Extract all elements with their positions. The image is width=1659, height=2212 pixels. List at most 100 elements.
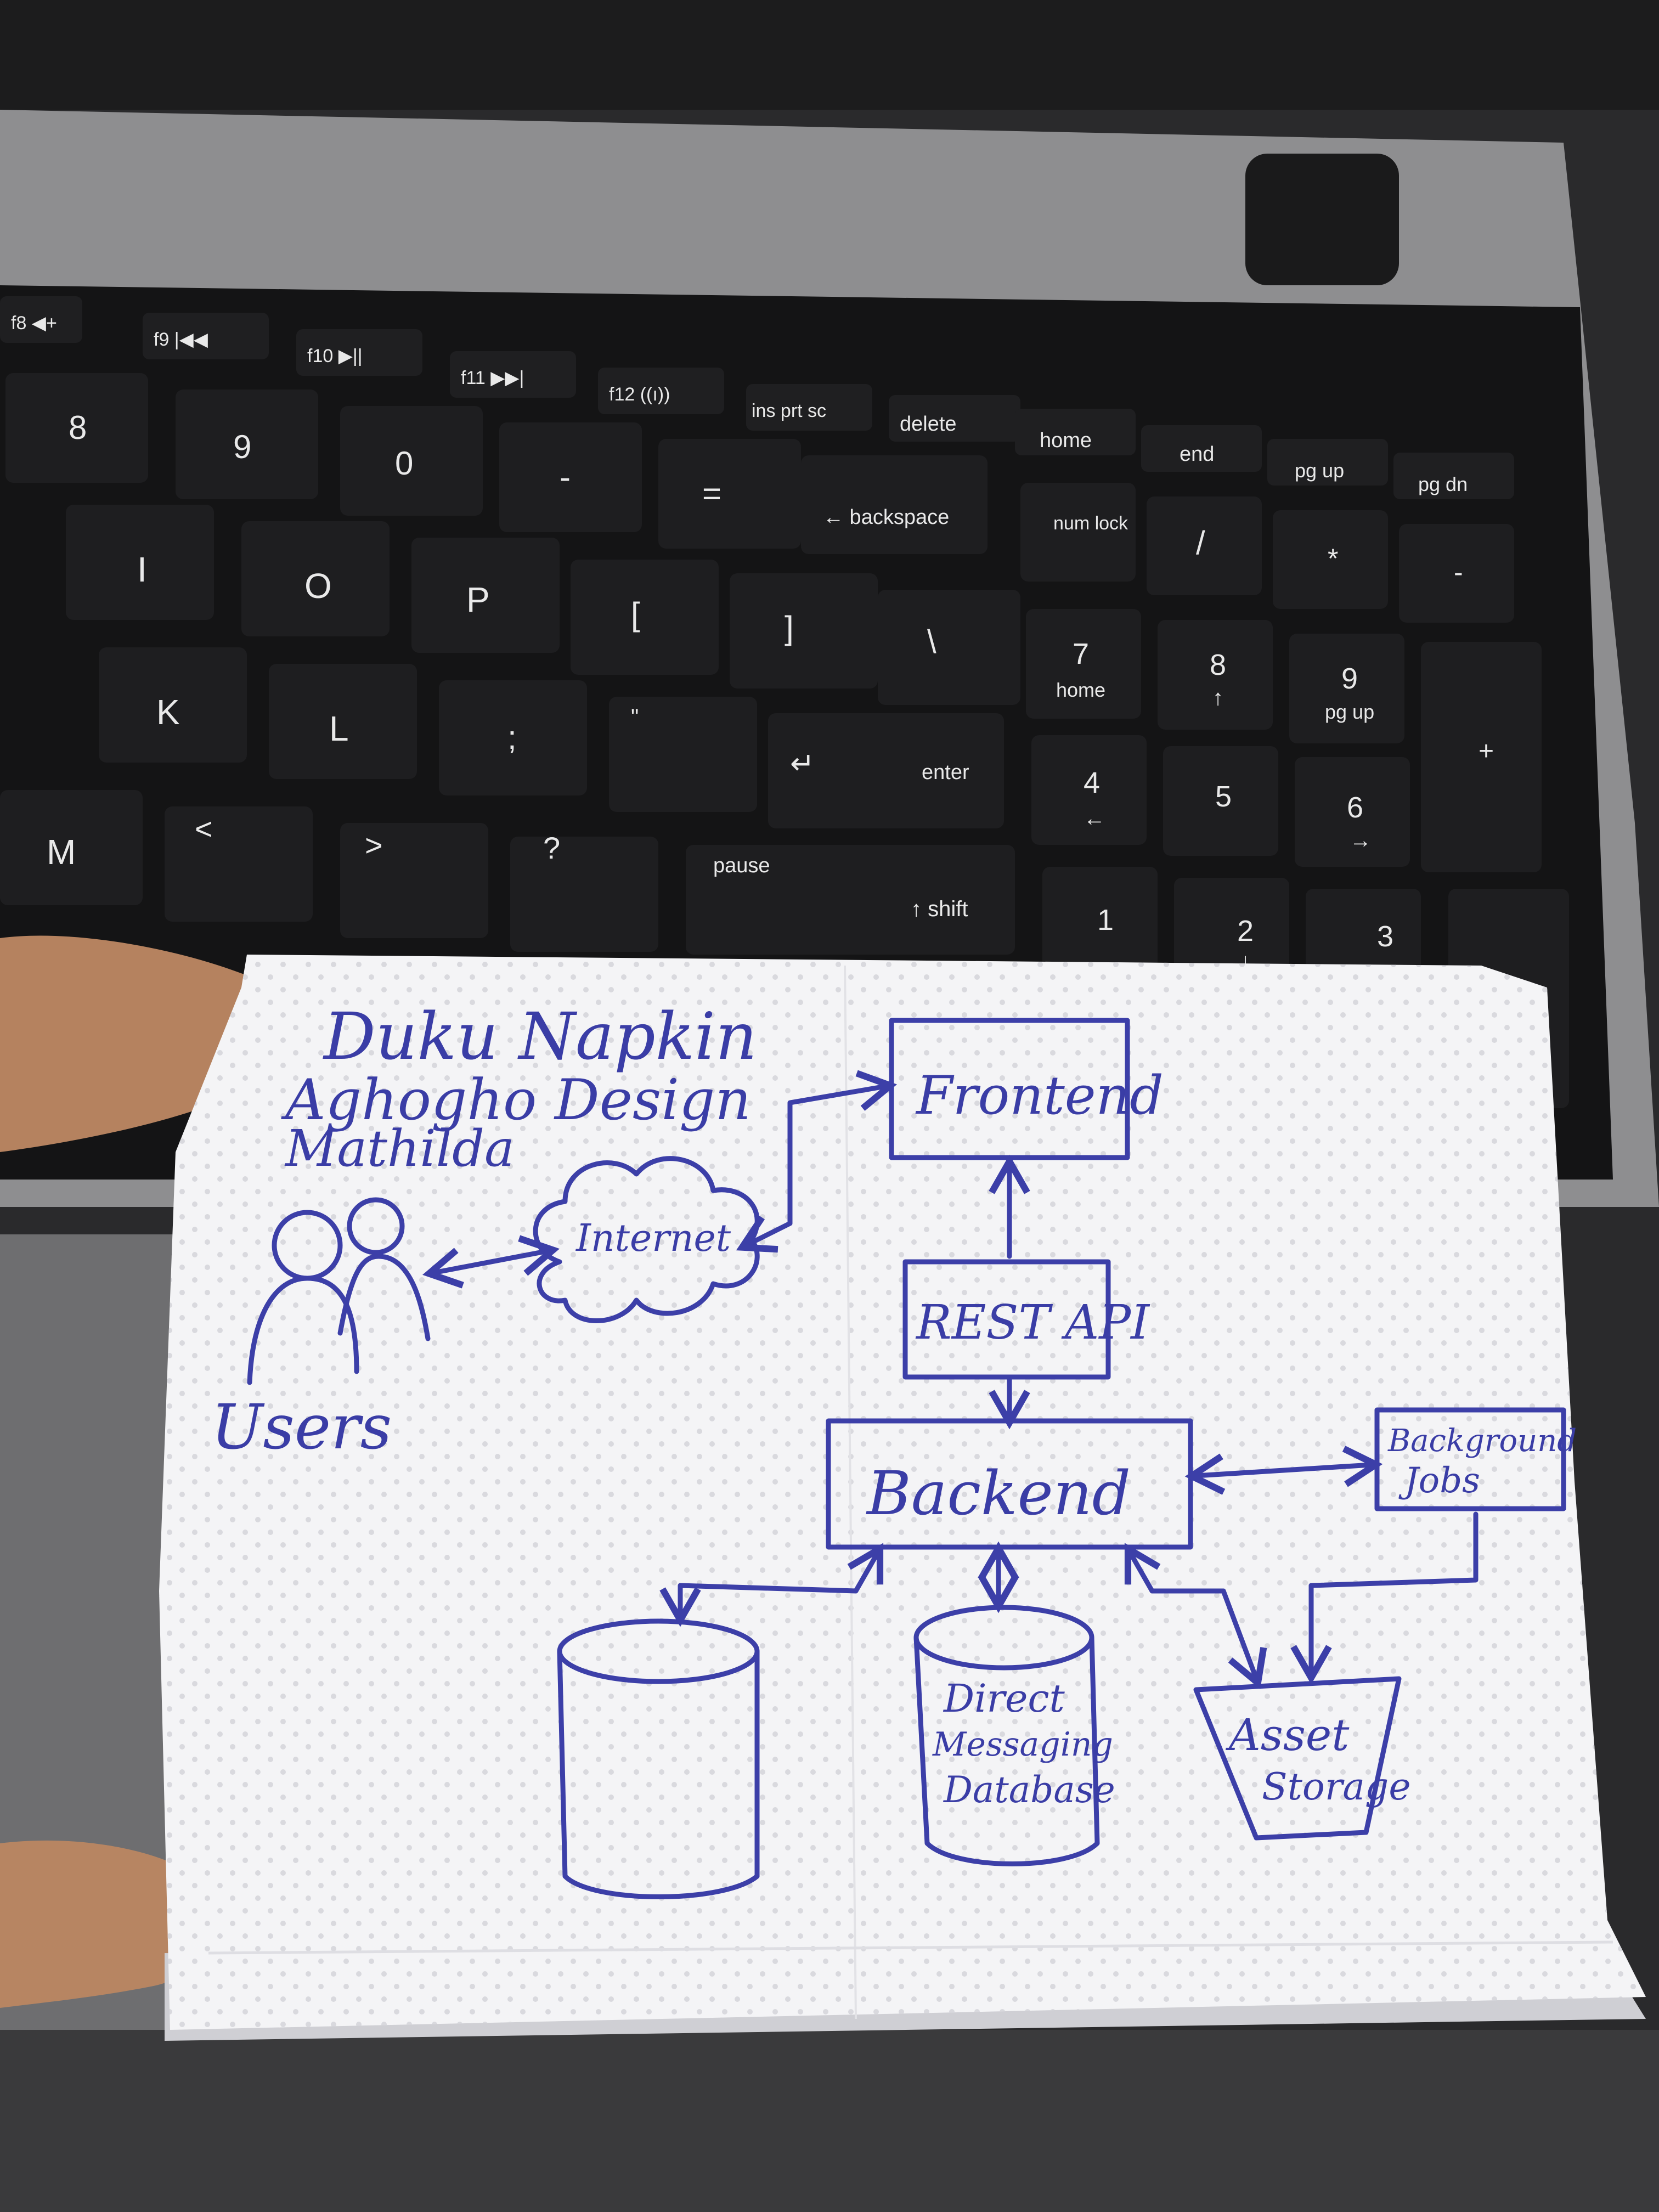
arrow-internet-frontend (736, 1070, 898, 1253)
napkin-texture (159, 955, 1646, 2030)
key-comma-label: < (195, 811, 213, 846)
key-num-plus[interactable] (1421, 642, 1542, 872)
asset-line1: Asset (1225, 1709, 1350, 1760)
key-bracket-right-label: ] (785, 610, 794, 646)
key-0[interactable] (340, 406, 483, 516)
key-backslash[interactable] (878, 590, 1020, 705)
key-num-1[interactable] (1042, 867, 1158, 971)
key-enter-label: enter (922, 761, 969, 784)
key-num-9-sub: pg up (1325, 701, 1374, 723)
key-num-2[interactable] (1174, 878, 1289, 982)
users-label: Users (211, 1392, 392, 1463)
asset-line2: Storage (1262, 1765, 1411, 1809)
key-quote-label: " (631, 705, 639, 729)
key-num-5-label: 5 (1215, 780, 1232, 813)
key-minus[interactable] (499, 422, 642, 532)
napkin (159, 955, 1646, 2041)
fn-key-f12-label: f12 ((ı)) (609, 384, 670, 405)
key-9-label: 9 (233, 428, 251, 465)
dm-db-line3: Database (943, 1769, 1115, 1811)
key-comma[interactable] (165, 806, 313, 922)
key-i-label: I (137, 550, 147, 589)
key-8-label: 8 (69, 409, 87, 446)
fn-key-f8-label: f8 ◀+ (11, 313, 57, 334)
key-shift-label: ↑ shift (911, 897, 968, 921)
key-num-4[interactable] (1031, 735, 1147, 845)
key-quote[interactable] (609, 697, 757, 812)
key-p-label: P (466, 580, 490, 619)
key-8[interactable] (5, 373, 148, 483)
key-num-4-sub: ← (1084, 806, 1105, 831)
key-l[interactable] (269, 664, 417, 779)
diagram-heading-line1: Duku Napkin (323, 998, 757, 1074)
arrow-users-internet (422, 1235, 560, 1289)
napkin-diagram: Duku Napkin Aghogho Design Mathilda User… (211, 998, 1577, 1899)
fn-key-pgdn[interactable] (1393, 453, 1514, 499)
users-icon (247, 1197, 431, 1385)
key-bracket-left[interactable] (571, 560, 719, 675)
home-row: K L ; " ↵ enter 4 ← 5 6 → (99, 647, 1410, 867)
fn-key-delete[interactable] (889, 395, 1020, 442)
key-num-7[interactable] (1026, 609, 1141, 719)
backend-label: Backend (866, 1458, 1131, 1528)
key-period[interactable] (340, 823, 488, 938)
key-num-minus-label: - (1454, 557, 1463, 588)
key-minus-label: - (560, 459, 571, 495)
fn-key-f12[interactable] (598, 368, 724, 414)
key-num-3-label: 3 (1377, 920, 1393, 953)
fn-key-f11[interactable] (450, 351, 576, 398)
key-num-7-label: 7 (1073, 637, 1089, 670)
internet-label: Internet (575, 1217, 731, 1260)
key-p[interactable] (411, 538, 560, 653)
fn-key-end[interactable] (1141, 425, 1262, 472)
key-enter[interactable] (768, 713, 1004, 828)
key-bracket-right[interactable] (730, 573, 878, 689)
key-backspace[interactable] (801, 455, 988, 554)
fn-key-pgup[interactable] (1267, 439, 1388, 486)
fn-key-f9[interactable] (143, 313, 269, 359)
fn-key-pgdn-label: pg dn (1418, 473, 1468, 495)
key-backslash-label: \ (927, 623, 936, 660)
key-num-minus[interactable] (1399, 524, 1514, 623)
number-row: 8 9 0 - = ← backspace num lock / * - (5, 373, 1514, 623)
key-num-star-label: * (1328, 543, 1338, 574)
dm-db-line1: Direct (943, 1676, 1065, 1721)
key-question[interactable] (510, 837, 658, 952)
key-question-label: ? (543, 831, 560, 865)
key-semicolon[interactable] (439, 680, 587, 795)
key-numlock[interactable] (1020, 483, 1136, 582)
fn-key-f10[interactable] (296, 329, 422, 376)
key-num-9-label: 9 (1341, 662, 1358, 695)
desk-bottom (0, 2030, 1659, 2212)
key-m-label: M (47, 832, 76, 872)
key-num-slash[interactable] (1147, 496, 1262, 595)
key-k[interactable] (99, 647, 247, 763)
key-o[interactable] (241, 521, 390, 636)
key-k-label: K (156, 692, 180, 732)
napkin-fold-bottom (208, 1940, 1613, 1955)
fn-key-f10-label: f10 ▶|| (307, 346, 363, 366)
key-equals[interactable] (658, 439, 801, 549)
key-num-9[interactable] (1289, 634, 1404, 743)
fn-key-prtsc[interactable] (746, 384, 872, 431)
fn-key-pgup-label: pg up (1295, 459, 1344, 482)
fn-key-f8[interactable] (0, 296, 82, 343)
thumb-bottom (0, 1840, 219, 2008)
diagram-heading-line3: Mathilda (284, 1119, 515, 1178)
key-num-star[interactable] (1273, 510, 1388, 609)
key-num-6-sub: → (1350, 828, 1372, 853)
key-shift[interactable] (686, 845, 1015, 955)
frontend-label: Frontend (915, 1065, 1164, 1126)
laptop-screen-bezel (0, 0, 1659, 110)
key-9[interactable] (176, 390, 318, 499)
key-equals-label: = (702, 475, 721, 512)
key-num-8[interactable] (1158, 620, 1273, 730)
key-l-label: L (329, 709, 349, 748)
fn-key-f11-label: f11 ▶▶| (461, 368, 524, 388)
key-num-5[interactable] (1163, 746, 1278, 856)
key-i[interactable] (66, 505, 214, 620)
fn-key-end-label: end (1180, 443, 1214, 466)
fn-key-home[interactable] (1015, 409, 1136, 455)
key-m[interactable] (0, 790, 143, 905)
key-num-6[interactable] (1295, 757, 1410, 867)
